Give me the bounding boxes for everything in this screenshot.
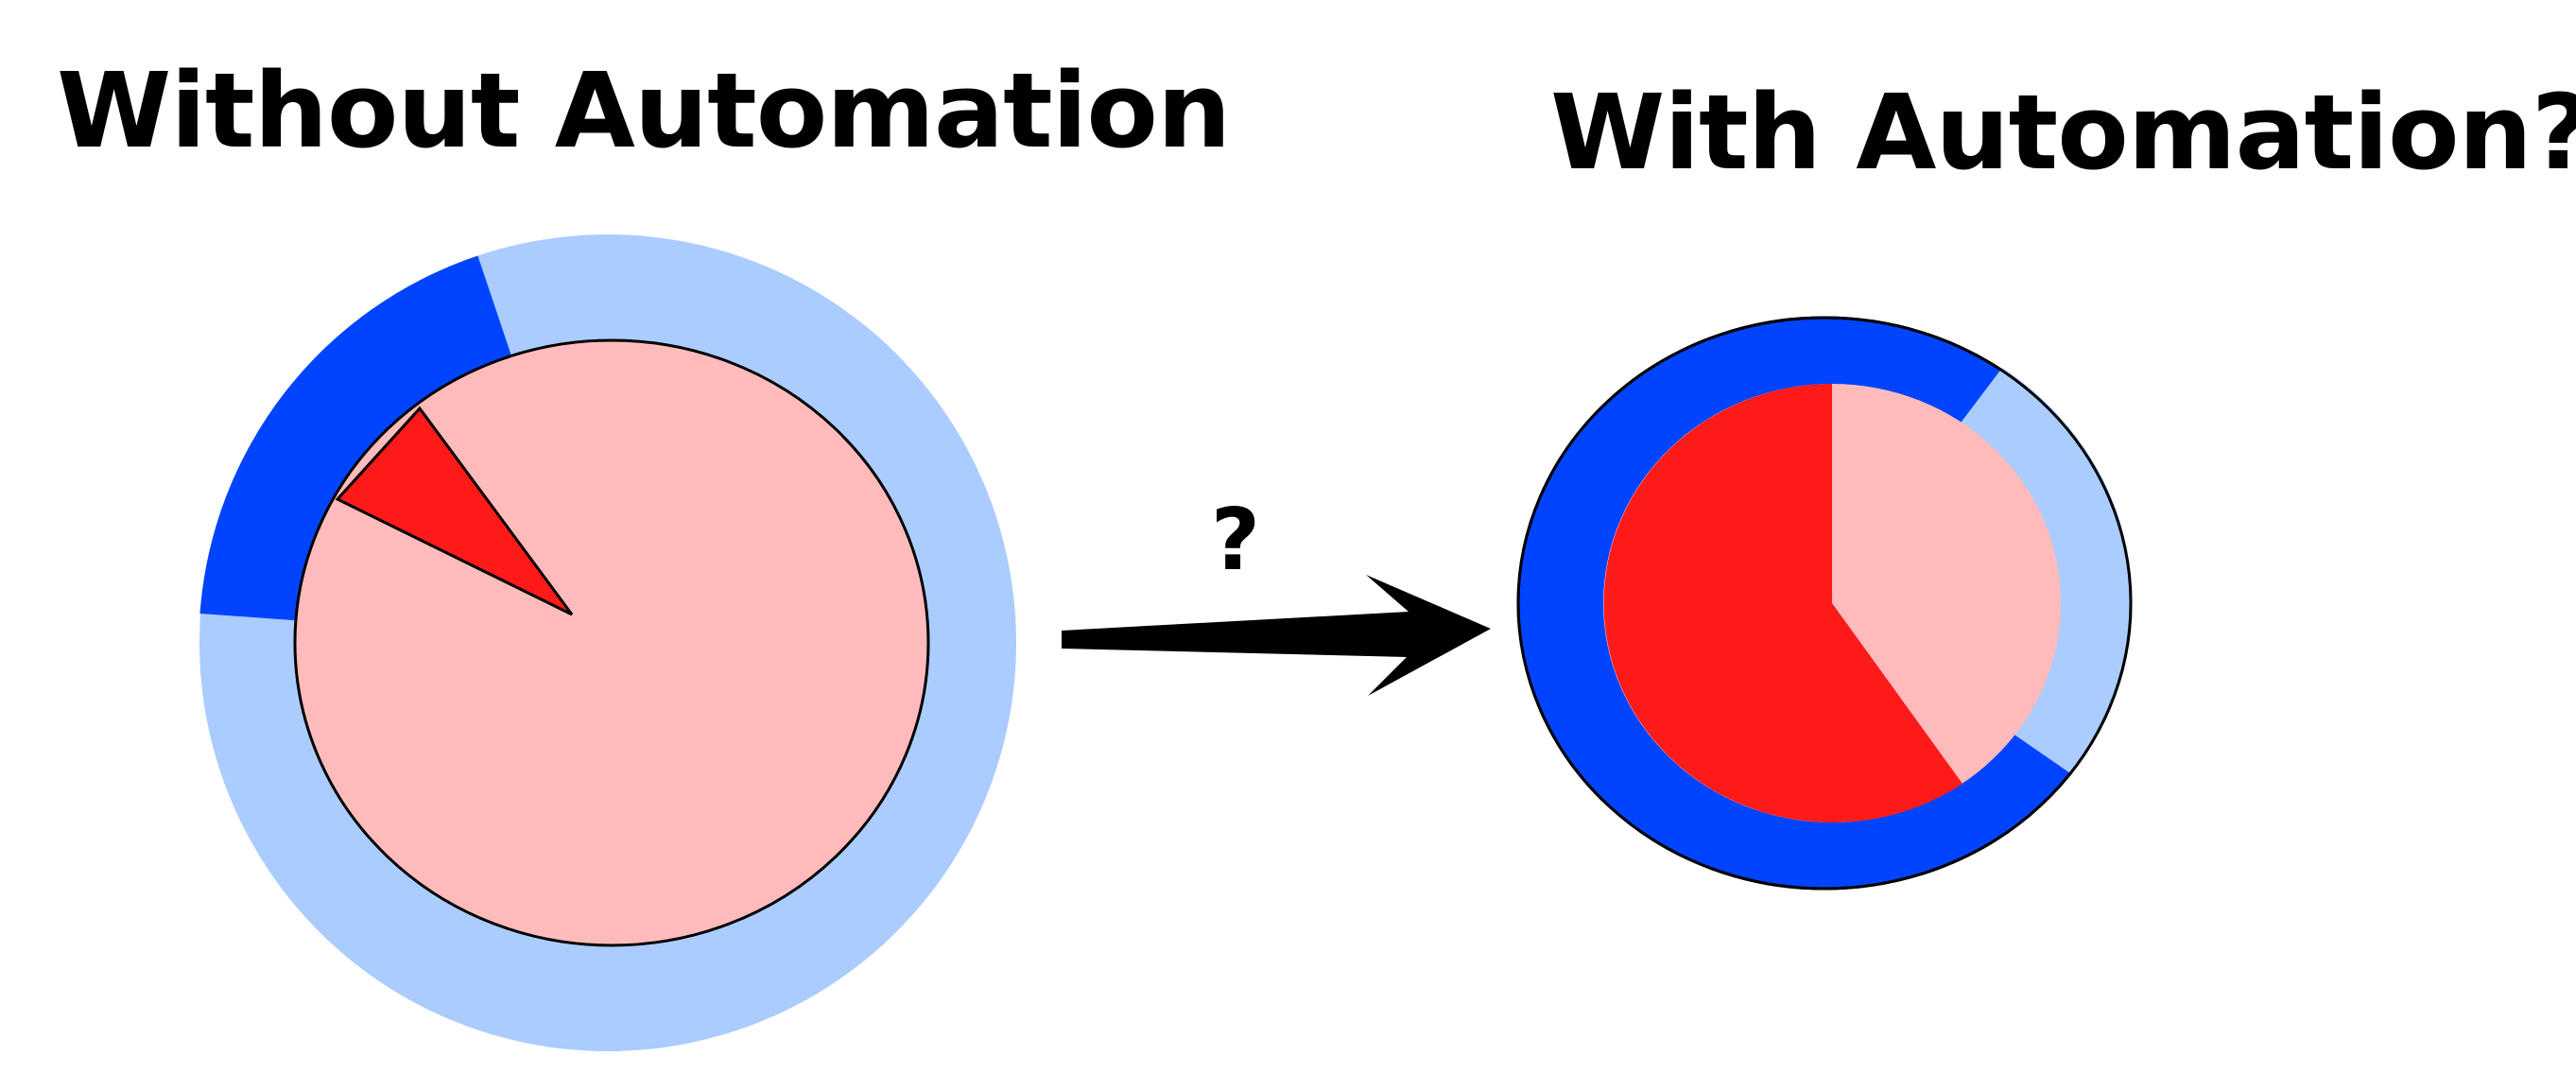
title-without-automation: Without Automation <box>57 50 1231 171</box>
transition-arrow: ? <box>1062 491 1491 696</box>
without-automation-graphic <box>199 234 1016 1051</box>
right-outer-ring-outline <box>1516 316 2133 891</box>
arrow-question-label: ? <box>1211 491 1260 590</box>
with-automation-graphic <box>1516 316 2133 891</box>
right-inner-pie-red-slice <box>1603 384 1962 822</box>
arrow-shape <box>1062 575 1491 696</box>
left-inner-pie <box>293 338 930 947</box>
right-inner-pie <box>1603 384 2061 822</box>
left-inner-pie-pink <box>293 338 930 947</box>
title-with-automation: With Automation? <box>1550 72 2576 193</box>
left-inner-pie-red-slice <box>335 406 574 616</box>
